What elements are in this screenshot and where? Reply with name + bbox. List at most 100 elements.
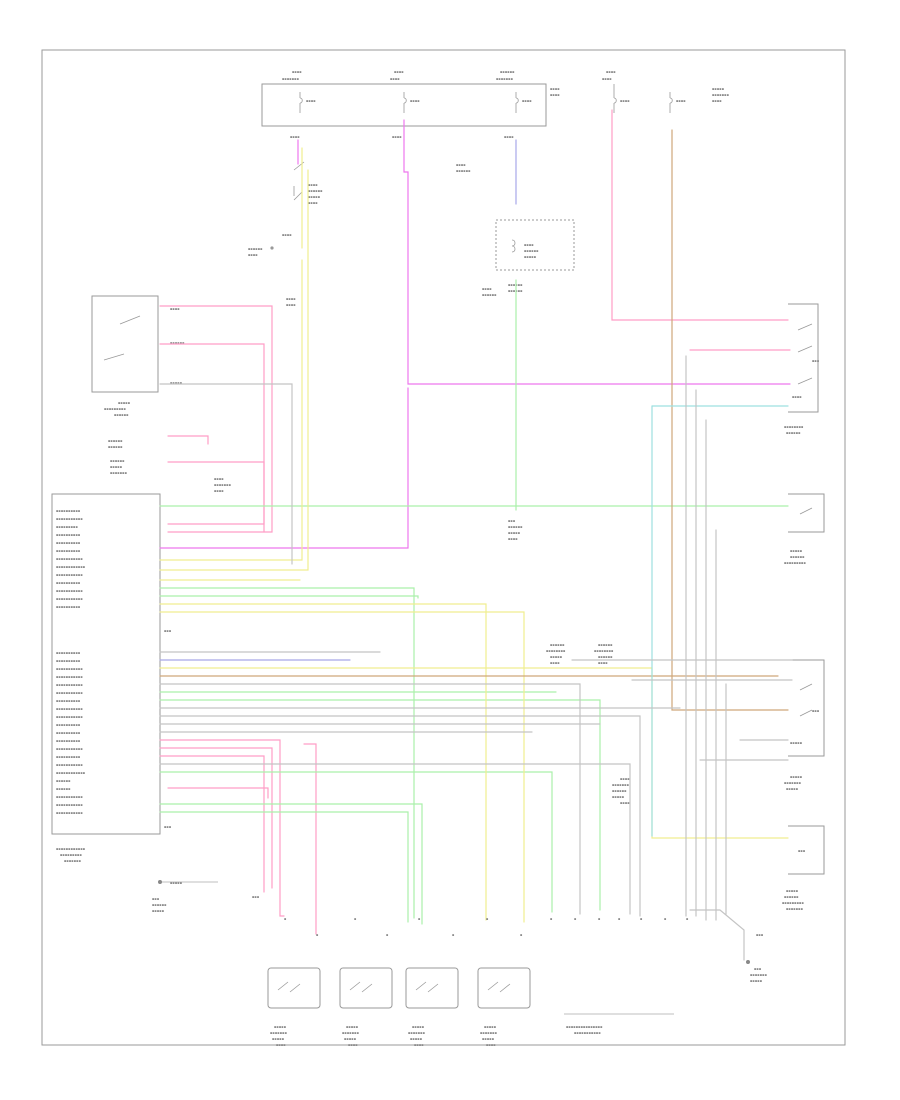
svg-text:▪▪▪: ▪▪▪ xyxy=(164,629,172,633)
svg-text:▪▪▪▪: ▪▪▪▪ xyxy=(482,287,492,291)
svg-text:▪▪▪▪▪▪: ▪▪▪▪▪▪ xyxy=(524,249,539,253)
svg-text:▪▪▪▪▪▪▪: ▪▪▪▪▪▪▪ xyxy=(480,1031,498,1035)
svg-text:▪▪▪▪▪▪▪: ▪▪▪▪▪▪▪ xyxy=(342,1031,360,1035)
svg-text:▪▪▪▪▪▪▪▪▪▪: ▪▪▪▪▪▪▪▪▪▪ xyxy=(56,549,81,553)
svg-text:▪▪▪▪▪: ▪▪▪▪▪ xyxy=(412,1025,425,1029)
right-sensor-bottom: ▪▪▪ ▪▪▪▪▪▪▪▪▪▪▪▪▪▪▪▪▪▪▪▪▪▪▪▪▪▪▪ xyxy=(782,825,825,911)
svg-text:▪▪▪▪▪▪▪▪▪▪: ▪▪▪▪▪▪▪▪▪▪ xyxy=(56,651,81,655)
svg-text:▪▪▪▪: ▪▪▪▪ xyxy=(620,801,630,805)
svg-text:▪▪▪▪▪▪▪: ▪▪▪▪▪▪▪ xyxy=(784,781,802,785)
svg-text:▪▪▪: ▪▪▪ xyxy=(812,359,820,363)
svg-text:▪▪▪▪▪: ▪▪▪▪▪ xyxy=(344,1037,357,1041)
svg-text:▪▪▪▪▪▪▪▪▪▪: ▪▪▪▪▪▪▪▪▪▪ xyxy=(56,723,81,727)
svg-text:▪▪▪▪▪▪▪: ▪▪▪▪▪▪▪ xyxy=(712,93,730,97)
svg-text:▪: ▪ xyxy=(598,917,601,921)
svg-text:▪▪▪▪▪▪▪▪▪▪: ▪▪▪▪▪▪▪▪▪▪ xyxy=(56,509,81,513)
svg-text:▪: ▪ xyxy=(486,917,489,921)
svg-text:▪▪▪▪: ▪▪▪▪ xyxy=(606,70,616,74)
svg-text:▪▪▪▪: ▪▪▪▪ xyxy=(550,661,560,665)
svg-text:▪: ▪ xyxy=(520,933,523,937)
svg-text:▪▪▪▪▪▪▪: ▪▪▪▪▪▪▪ xyxy=(282,77,300,81)
svg-text:▪▪▪▪▪: ▪▪▪▪▪ xyxy=(346,1025,359,1029)
svg-text:▪▪▪▪: ▪▪▪▪ xyxy=(524,243,534,247)
svg-text:▪▪▪▪▪: ▪▪▪▪▪ xyxy=(308,195,321,199)
svg-text:▪▪▪▪▪▪▪▪: ▪▪▪▪▪▪▪▪ xyxy=(546,649,566,653)
svg-text:▪▪▪▪▪▪: ▪▪▪▪▪▪ xyxy=(108,439,123,443)
svg-text:▪: ▪ xyxy=(316,933,319,937)
svg-text:▪▪▪▪▪▪▪▪▪▪▪: ▪▪▪▪▪▪▪▪▪▪▪ xyxy=(56,517,83,521)
svg-text:▪▪▪: ▪▪▪ xyxy=(252,895,260,899)
sensor-connector-4 xyxy=(477,967,531,1009)
svg-text:▪▪▪▪▪: ▪▪▪▪▪ xyxy=(482,1037,495,1041)
sensor-connectors: ▪▪▪▪▪▪▪▪▪▪▪▪▪▪▪▪▪▪▪▪▪ ▪▪▪▪▪▪▪▪▪▪▪▪▪▪▪▪▪▪… xyxy=(267,917,689,1047)
svg-text:▪▪▪▪▪: ▪▪▪▪▪ xyxy=(410,1037,423,1041)
svg-text:▪▪▪▪▪▪▪: ▪▪▪▪▪▪▪ xyxy=(408,1031,426,1035)
svg-text:▪▪▪▪▪: ▪▪▪▪▪ xyxy=(272,1037,285,1041)
svg-text:▪▪▪▪▪▪▪▪▪▪▪: ▪▪▪▪▪▪▪▪▪▪▪ xyxy=(56,589,83,593)
svg-text:▪▪▪▪: ▪▪▪▪ xyxy=(602,77,612,81)
svg-text:▪▪▪▪▪▪: ▪▪▪▪▪▪ xyxy=(110,459,125,463)
svg-text:▪▪▪▪▪: ▪▪▪▪▪ xyxy=(152,909,165,913)
svg-text:▪: ▪ xyxy=(686,917,689,921)
svg-text:▪▪▪▪: ▪▪▪▪ xyxy=(290,135,300,139)
pcm-connector: ▪▪▪▪▪▪▪▪▪▪▪▪▪▪▪▪▪▪▪▪▪▪▪▪▪▪▪▪▪▪ ▪▪▪▪▪▪▪▪▪… xyxy=(51,493,172,863)
svg-text:▪▪▪▪▪▪: ▪▪▪▪▪▪ xyxy=(56,779,71,783)
diagram-frame xyxy=(41,49,846,1046)
svg-text:▪▪▪▪▪▪▪▪▪▪: ▪▪▪▪▪▪▪▪▪▪ xyxy=(56,699,81,703)
svg-text:▪▪▪▪▪: ▪▪▪▪▪ xyxy=(550,655,563,659)
svg-text:▪▪▪▪▪▪: ▪▪▪▪▪▪ xyxy=(308,189,323,193)
svg-text:▪▪▪▪▪: ▪▪▪▪▪ xyxy=(612,795,625,799)
svg-text:▪▪▪▪▪: ▪▪▪▪▪ xyxy=(786,787,799,791)
middle-labels: ▪▪▪▪▪▪▪▪▪▪▪▪▪▪▪▪▪▪ ▪▪▪▪▪▪▪▪▪▪▪▪▪▪▪▪▪▪▪▪▪… xyxy=(508,519,630,805)
svg-text:▪▪▪▪: ▪▪▪▪ xyxy=(390,77,400,81)
svg-text:▪▪▪▪: ▪▪▪▪ xyxy=(508,537,518,541)
svg-text:▪▪▪▪▪▪▪▪▪▪▪: ▪▪▪▪▪▪▪▪▪▪▪ xyxy=(56,691,83,695)
svg-text:▪▪▪▪▪▪▪▪▪▪▪: ▪▪▪▪▪▪▪▪▪▪▪ xyxy=(56,811,83,815)
svg-text:▪▪▪▪▪▪▪▪▪▪▪: ▪▪▪▪▪▪▪▪▪▪▪ xyxy=(56,597,83,601)
svg-text:▪▪▪▪▪▪▪▪: ▪▪▪▪▪▪▪▪ xyxy=(594,649,614,653)
svg-text:▪▪▪▪: ▪▪▪▪ xyxy=(410,99,420,103)
svg-text:▪▪▪▪▪: ▪▪▪▪▪ xyxy=(170,881,183,885)
svg-text:▪▪▪▪: ▪▪▪▪ xyxy=(170,307,180,311)
wires xyxy=(159,109,793,961)
svg-text:▪: ▪ xyxy=(640,917,643,921)
svg-text:▪▪▪▪: ▪▪▪▪ xyxy=(306,99,316,103)
svg-text:▪▪▪▪▪: ▪▪▪▪▪ xyxy=(508,531,521,535)
svg-text:▪▪▪▪▪▪▪▪▪▪: ▪▪▪▪▪▪▪▪▪▪ xyxy=(56,541,81,545)
svg-text:▪▪▪▪▪▪▪▪▪▪▪: ▪▪▪▪▪▪▪▪▪▪▪ xyxy=(56,747,83,751)
svg-text:▪▪▪▪▪▪▪▪▪: ▪▪▪▪▪▪▪▪▪ xyxy=(56,525,78,529)
svg-text:▪: ▪ xyxy=(418,917,421,921)
svg-text:▪▪▪▪▪▪▪▪▪▪▪: ▪▪▪▪▪▪▪▪▪▪▪ xyxy=(56,803,83,807)
svg-text:▪▪▪▪▪▪▪: ▪▪▪▪▪▪▪ xyxy=(270,1031,288,1035)
svg-text:▪▪▪▪▪▪▪▪▪▪▪: ▪▪▪▪▪▪▪▪▪▪▪ xyxy=(56,557,83,561)
relay-box: ▪▪▪▪▪▪▪▪▪▪▪▪▪▪▪ ▪▪▪▪▪▪▪▪▪▪▪▪▪▪▪▪▪▪▪▪▪▪ ▪… xyxy=(456,163,575,297)
svg-text:▪▪▪▪▪▪▪▪▪▪: ▪▪▪▪▪▪▪▪▪▪ xyxy=(56,755,81,759)
svg-text:▪▪▪▪▪▪: ▪▪▪▪▪▪ xyxy=(108,445,123,449)
svg-text:▪▪▪▪▪: ▪▪▪▪▪ xyxy=(524,255,537,259)
svg-text:▪: ▪ xyxy=(618,917,621,921)
svg-text:▪▪▪: ▪▪▪ xyxy=(508,519,516,523)
svg-text:▪▪▪▪▪▪: ▪▪▪▪▪▪ xyxy=(170,341,185,345)
ground-symbol: ▪▪▪▪▪▪▪▪▪▪▪▪▪▪▪▪▪▪▪ ▪▪▪ ▪▪▪▪▪▪▪▪▪▪▪▪▪▪▪ … xyxy=(152,880,768,983)
svg-text:▪▪▪▪▪▪▪▪▪: ▪▪▪▪▪▪▪▪▪ xyxy=(784,561,806,565)
right-switch-lower: ▪▪▪▪▪▪▪▪ ▪▪▪▪▪▪▪▪▪▪▪▪▪▪▪▪▪ xyxy=(784,659,825,791)
svg-text:▪▪▪▪: ▪▪▪▪ xyxy=(504,135,514,139)
svg-text:▪▪▪▪: ▪▪▪▪ xyxy=(308,183,318,187)
sensor-connector-2 xyxy=(339,967,393,1009)
svg-text:▪: ▪ xyxy=(284,917,287,921)
svg-text:▪▪▪▪▪▪: ▪▪▪▪▪▪ xyxy=(500,70,515,74)
svg-text:▪▪▪▪▪▪▪▪▪▪: ▪▪▪▪▪▪▪▪▪▪ xyxy=(56,605,81,609)
svg-text:▪: ▪ xyxy=(354,917,357,921)
svg-text:▪: ▪ xyxy=(664,917,667,921)
svg-text:▪▪▪▪: ▪▪▪▪ xyxy=(394,70,404,74)
svg-text:▪▪▪▪: ▪▪▪▪ xyxy=(348,1043,358,1047)
svg-text:▪▪▪▪▪: ▪▪▪▪▪ xyxy=(786,889,799,893)
svg-text:▪▪▪: ▪▪▪ xyxy=(164,825,172,829)
svg-text:▪▪▪▪▪▪▪▪▪▪: ▪▪▪▪▪▪▪▪▪▪ xyxy=(56,731,81,735)
svg-text:▪▪▪▪▪▪: ▪▪▪▪▪▪ xyxy=(56,787,71,791)
svg-text:▪▪▪▪▪▪▪▪▪▪▪: ▪▪▪▪▪▪▪▪▪▪▪ xyxy=(56,715,83,719)
svg-text:▪▪▪▪: ▪▪▪▪ xyxy=(598,661,608,665)
svg-text:▪▪▪▪▪▪: ▪▪▪▪▪▪ xyxy=(456,169,471,173)
svg-text:▪▪▪▪▪▪▪▪▪▪▪: ▪▪▪▪▪▪▪▪▪▪▪ xyxy=(574,1031,601,1035)
svg-text:▪▪▪▪: ▪▪▪▪ xyxy=(550,93,560,97)
